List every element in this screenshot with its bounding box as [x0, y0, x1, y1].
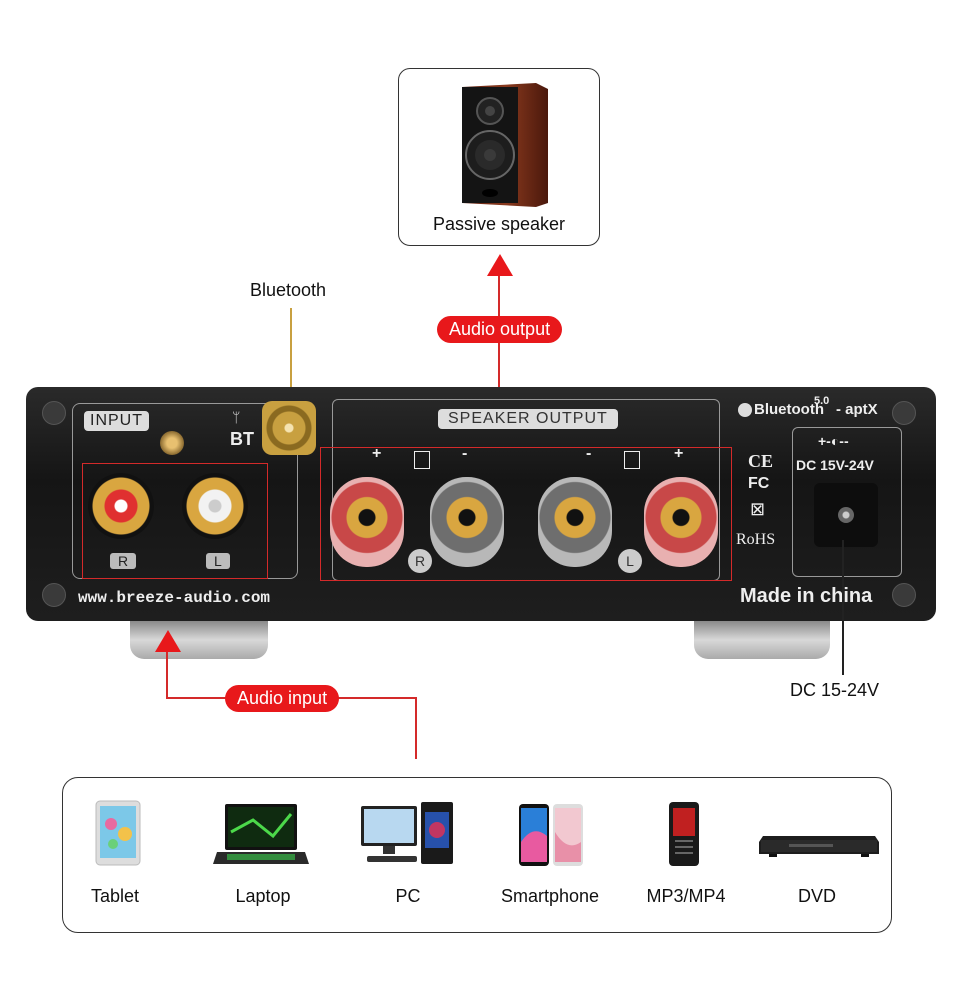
weee-icon: ⊠ [750, 499, 766, 519]
ground-screw-icon [160, 431, 184, 455]
bt-antenna-connector[interactable] [262, 401, 316, 455]
bt-label: BT [230, 429, 254, 449]
source-devices-card: Tablet Laptop PC Smartphone MP3/MP4 DVD [62, 777, 892, 933]
device-label-mp3: MP3/MP4 [646, 886, 726, 906]
bluetooth-brand: Bluetooth [754, 401, 824, 418]
aptx-label: - aptX [836, 401, 878, 418]
audio-output-arrow [487, 254, 513, 276]
speaker-symbol-icon [624, 451, 640, 469]
rca-l-label: L [206, 553, 230, 569]
website-label: www.breeze-audio.com [78, 589, 271, 607]
dvd-player-icon [759, 836, 879, 857]
audio-input-line-vertical [166, 652, 168, 698]
laptop-icon [213, 804, 309, 864]
audio-input-line-down [415, 697, 417, 759]
screw-icon [42, 401, 66, 425]
tablet-icon [95, 800, 141, 866]
smartphone-icon [519, 804, 583, 866]
binding-post-l-plus[interactable] [644, 477, 718, 567]
device-label-tablet: Tablet [90, 886, 140, 906]
bluetooth-leader-line [290, 308, 292, 416]
antenna-icon: ᛘ [232, 409, 241, 425]
screw-icon [892, 583, 916, 607]
dc-section [792, 427, 902, 577]
amplifier-rear-panel: INPUT ᛘ BT R L SPEAKER OUTPUT + - - + R … [26, 387, 936, 621]
audio-input-badge: Audio input [225, 685, 340, 712]
minus-mark: - [462, 445, 468, 462]
speaker-symbol-icon [414, 451, 430, 469]
input-label: INPUT [84, 411, 149, 431]
screw-icon [42, 583, 66, 607]
rca-jack-left[interactable] [182, 473, 248, 539]
amplifier-foot-right [694, 621, 830, 659]
fc-mark: FC [748, 475, 770, 492]
mp3-player-icon [669, 802, 699, 866]
binding-post-r-plus[interactable] [330, 477, 404, 567]
passive-speaker-icon [462, 83, 548, 207]
plus-mark: + [372, 445, 382, 462]
binding-post-l-minus[interactable] [538, 477, 612, 567]
device-label-pc: PC [395, 886, 421, 906]
rca-jack-right[interactable] [88, 473, 154, 539]
terminal-l-label: L [618, 549, 642, 573]
passive-speaker-label: Passive speaker [432, 214, 566, 234]
screw-icon [892, 401, 916, 425]
device-label-smartphone: Smartphone [500, 886, 600, 906]
speaker-output-label: SPEAKER OUTPUT [438, 409, 618, 429]
rca-r-label: R [110, 553, 137, 569]
dc-polarity-icon: +-◐-- [818, 433, 849, 449]
made-in-label: Made in china [740, 585, 873, 607]
dc-jack-pin [838, 507, 854, 523]
terminal-r-label: R [408, 549, 432, 573]
dc-label: DC 15V-24V [796, 457, 874, 473]
passive-speaker-card: Passive speaker [398, 68, 600, 246]
minus-mark: - [586, 445, 592, 462]
plus-mark: + [674, 445, 684, 462]
binding-post-r-minus[interactable] [430, 477, 504, 567]
bluetooth-annotation: Bluetooth [250, 280, 327, 300]
amplifier-foot-left [130, 621, 268, 659]
ce-mark: CE [748, 451, 774, 471]
bluetooth-logo-icon [738, 403, 752, 417]
device-label-dvd: DVD [797, 886, 836, 906]
rohs-mark: RoHS [736, 531, 776, 548]
audio-input-arrow [155, 630, 181, 652]
dc-leader-line [842, 540, 844, 675]
audio-output-line [498, 276, 500, 446]
dc-annotation: DC 15-24V [790, 680, 880, 700]
bluetooth-version: 5.0 [814, 395, 830, 407]
device-label-laptop: Laptop [235, 886, 291, 906]
speaker-output-highlight [320, 447, 732, 581]
audio-output-badge: Audio output [437, 316, 563, 343]
pc-icon [361, 802, 453, 864]
rca-input-highlight [82, 463, 268, 579]
